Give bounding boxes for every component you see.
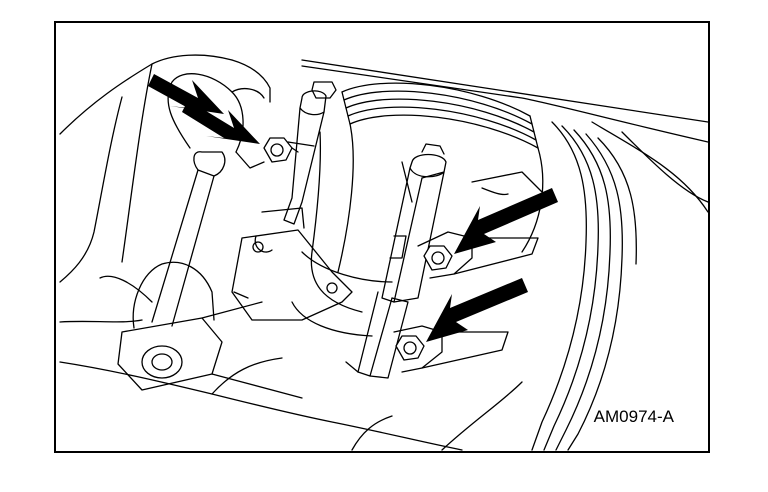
engine-contours [59,54,708,451]
mounting-stud-upper-left [283,81,337,225]
bolt-upper-left [263,137,299,163]
arrow-icon [426,278,528,342]
coolant-hose [531,121,637,451]
arrow-icon [182,100,260,144]
mounting-stud-middle [381,143,447,303]
arrow-icon [148,74,224,114]
linkage-rod [99,73,265,327]
bolt-lower [395,335,425,361]
bolt-middle-right [423,245,453,271]
figure-code-label: AM0974-A [593,407,674,426]
arrow-icon [454,188,558,254]
compressor-mounting-illustration [59,54,708,451]
bolt-boss-lower [393,325,509,373]
mounting-stud-lower [345,291,409,379]
linkage-bushing [117,261,303,399]
callout-arrows [148,74,558,342]
mounting-bracket [231,207,353,321]
figure-frame: AM0974-A [54,21,710,453]
